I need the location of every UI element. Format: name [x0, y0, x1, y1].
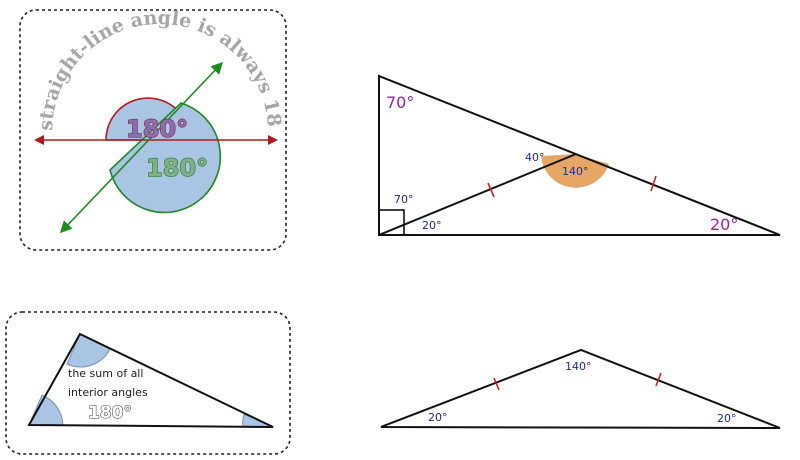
right-base-angle-label: 20°	[717, 412, 737, 425]
lower-angle-label: 180°	[146, 154, 208, 182]
inner-segment	[378, 153, 577, 236]
corner-angle-top	[66, 333, 111, 368]
right-base-angle-label: 20°	[710, 215, 738, 234]
apex-angle-label: 70°	[386, 93, 414, 112]
sum-note-line1: the sum of all	[68, 367, 143, 380]
panel-border	[5, 311, 291, 455]
inner-obtuse-angle-label: 140°	[562, 165, 589, 178]
tick-mark-left	[493, 377, 500, 391]
angle-sum-panel: the sum of all interior angles 180°	[5, 311, 291, 455]
tick-mark-left	[487, 182, 495, 198]
tick-mark-right	[650, 175, 657, 192]
right-triangle	[378, 74, 781, 236]
right-triangle-figure: 70° 20° 40° 140° 70° 20°	[378, 74, 781, 236]
panel-border	[19, 9, 287, 251]
inner-left-top-angle-label: 70°	[394, 193, 414, 206]
sum-note-line2: interior angles	[68, 386, 148, 399]
straight-angle-panel: a straight-line angle is always 180° 180…	[0, 0, 287, 251]
tick-mark-right	[655, 372, 662, 387]
sum-triangle	[27, 332, 274, 428]
left-base-angle-label: 20°	[428, 411, 448, 424]
inner-left-bottom-angle-label: 20°	[422, 219, 442, 232]
isosceles-triangle	[380, 348, 781, 429]
diagonal-line	[59, 61, 224, 234]
corner-angle-left	[28, 394, 64, 426]
upper-angle-label: 180°	[126, 115, 188, 143]
inner-top-angle-label: 40°	[525, 151, 545, 164]
apex-angle-label: 140°	[565, 360, 592, 373]
isosceles-triangle-figure: 140° 20° 20°	[380, 348, 781, 429]
sum-note-value: 180°	[88, 403, 132, 423]
right-angle-marker	[378, 209, 405, 236]
